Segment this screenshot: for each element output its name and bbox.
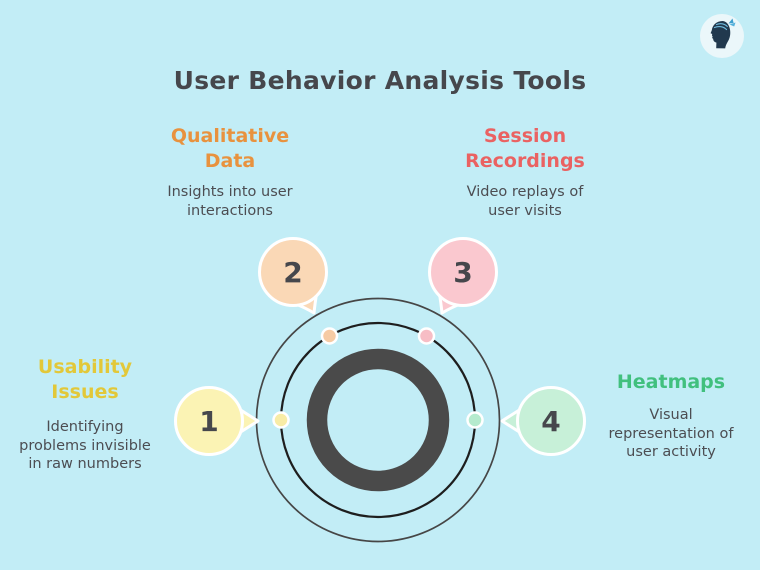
bubble-number: 2 [283,256,302,289]
napkin-logo [700,14,744,58]
section-description: Visual representation of user activity [608,407,734,460]
section-description: Video replays of user visits [466,184,584,219]
section-usability-issues: Usability Issues Identifying problems in… [4,355,166,474]
bubble-circle [174,386,244,456]
step-bubble-4: 4 [500,386,586,456]
hair-highlight [713,23,728,31]
section-label: Session Recordings [465,125,585,172]
page-title: User Behavior Analysis Tools [173,66,587,95]
bubble-number: 4 [541,405,560,438]
outer-circle [255,297,501,543]
step-bubble-1: 1 [174,386,260,456]
step-dot-1 [272,411,290,429]
butterfly-icon [728,18,736,27]
bubble-circle [516,386,586,456]
step-dot-3 [417,327,436,345]
section-heatmaps: Heatmaps Visual representation of user a… [588,370,754,462]
section-session-recordings: Session Recordings Video replays of user… [425,124,625,220]
section-description: Identifying problems invisible in raw nu… [19,419,151,472]
step-bubble-3: 3 [428,237,498,315]
section-label: Usability Issues [37,356,133,403]
donut-ring [306,348,450,492]
bubble-number: 1 [199,405,218,438]
section-label: Heatmaps [616,371,726,393]
step-dot-2 [320,327,339,345]
step-dot-4 [466,411,484,429]
section-qualitative-data: Qualitative Data Insights into user inte… [130,124,330,220]
section-description: Insights into user interactions [167,184,293,219]
step-bubble-2: 2 [258,237,328,315]
section-label: Qualitative Data [170,125,290,172]
bubble-circle [428,237,498,307]
bubble-circle [258,237,328,307]
head-silhouette-icon [710,21,731,49]
bubble-number: 3 [453,256,472,289]
